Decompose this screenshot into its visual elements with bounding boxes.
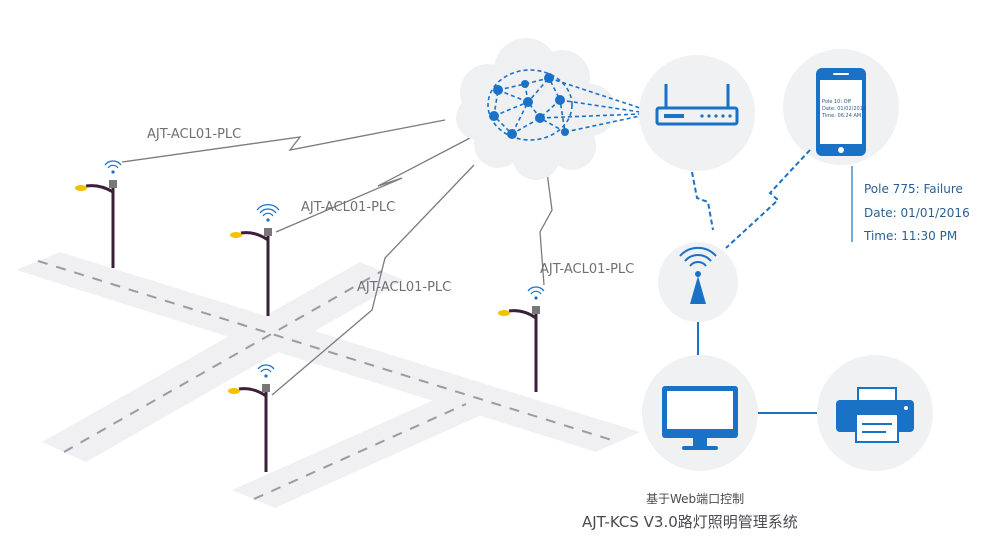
plc-links	[121, 119, 553, 396]
phone-screen-line-1: Pole 10: Off	[822, 99, 852, 105]
phone-icon: Pole 10: Off Date: 01/02/2011 Time: 06:2…	[816, 68, 866, 156]
device-links	[691, 149, 853, 414]
street-light-1	[75, 160, 122, 268]
street-light-4	[228, 364, 275, 472]
antenna-icon	[679, 246, 717, 304]
wifi-icon	[256, 204, 280, 222]
link-label-1: AJT-ACL01-PLC	[147, 127, 242, 142]
router-circle	[639, 55, 755, 171]
link-label-3: AJT-ACL01-PLC	[357, 280, 452, 295]
caption-line-2: AJT-KCS V3.0路灯照明管理系统	[582, 513, 798, 531]
link-line-3	[271, 164, 475, 396]
router-icon	[655, 84, 739, 126]
link-line-4	[539, 164, 553, 286]
status-line-3: Time: 11:30 PM	[864, 229, 958, 243]
link-line-1	[121, 119, 446, 163]
roads	[16, 252, 640, 508]
cloud-icon	[456, 38, 616, 180]
printer-icon	[836, 387, 914, 443]
status-line-2: Date: 01/01/2016	[864, 206, 970, 220]
wifi-icon	[257, 364, 275, 378]
street-light-3	[498, 286, 545, 392]
link-line-2	[275, 137, 471, 233]
network-nodes	[489, 73, 569, 139]
phone-screen-line-3: Time: 06:24 AM	[821, 113, 861, 119]
wifi-icon	[527, 286, 545, 300]
phone-screen-line-2: Date: 01/02/2011	[822, 106, 866, 112]
wifi-icon	[104, 160, 122, 174]
caption-line-1: 基于Web端口控制	[646, 492, 745, 506]
monitor-icon	[662, 386, 738, 450]
status-line-1: Pole 775: Failure	[864, 182, 963, 196]
link-label-4: AJT-ACL01-PLC	[540, 262, 635, 277]
street-light-2	[230, 204, 280, 316]
link-label-2: AJT-ACL01-PLC	[301, 200, 396, 215]
